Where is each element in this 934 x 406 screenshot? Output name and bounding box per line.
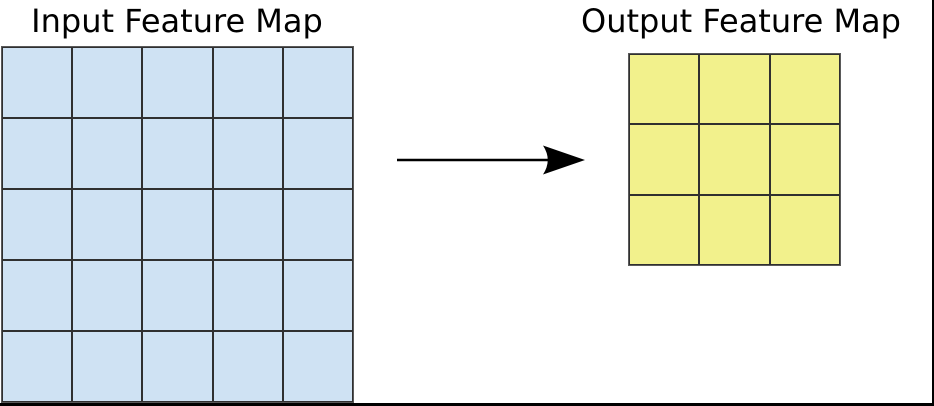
- input-feature-map-cell: [72, 331, 143, 402]
- input-feature-map-cell: [142, 189, 213, 260]
- input-feature-map-cell: [142, 47, 213, 118]
- input-feature-map-cell: [212, 189, 283, 260]
- output-feature-map-cell: [769, 194, 840, 265]
- input-feature-map-cell: [142, 118, 213, 189]
- output-feature-map-cell: [629, 124, 700, 195]
- output-feature-map-cell: [699, 194, 770, 265]
- input-feature-map-cell: [212, 47, 283, 118]
- input-feature-map-cell: [142, 260, 213, 331]
- input-feature-map-cell: [2, 47, 73, 118]
- input-feature-map-cell: [72, 118, 143, 189]
- output-feature-map-cell: [629, 54, 700, 125]
- output-feature-map-cell: [699, 54, 770, 125]
- arrow-right-icon: [397, 145, 585, 175]
- input-feature-map-cell: [2, 189, 73, 260]
- arrow-head: [543, 145, 585, 175]
- input-feature-map-cell: [282, 260, 353, 331]
- input-feature-map-cell: [212, 118, 283, 189]
- output-feature-map-grid: [628, 53, 841, 266]
- input-feature-map-cell: [282, 47, 353, 118]
- input-feature-map-cell: [282, 331, 353, 402]
- input-feature-map-title: Input Feature Map: [31, 2, 323, 40]
- input-feature-map-cell: [72, 260, 143, 331]
- output-feature-map-cell: [629, 194, 700, 265]
- input-feature-map-grid: [1, 46, 354, 403]
- input-feature-map-cell: [212, 331, 283, 402]
- input-feature-map-cell: [2, 331, 73, 402]
- input-feature-map-cell: [2, 260, 73, 331]
- input-feature-map-cell: [72, 189, 143, 260]
- output-feature-map-cell: [769, 54, 840, 125]
- input-feature-map-cell: [282, 118, 353, 189]
- output-feature-map-cell: [699, 124, 770, 195]
- input-feature-map-cell: [282, 189, 353, 260]
- input-feature-map-cell: [142, 331, 213, 402]
- output-feature-map-title: Output Feature Map: [581, 2, 901, 40]
- output-feature-map-cell: [769, 124, 840, 195]
- input-feature-map-cell: [212, 260, 283, 331]
- input-feature-map-cell: [2, 118, 73, 189]
- input-feature-map-cell: [72, 47, 143, 118]
